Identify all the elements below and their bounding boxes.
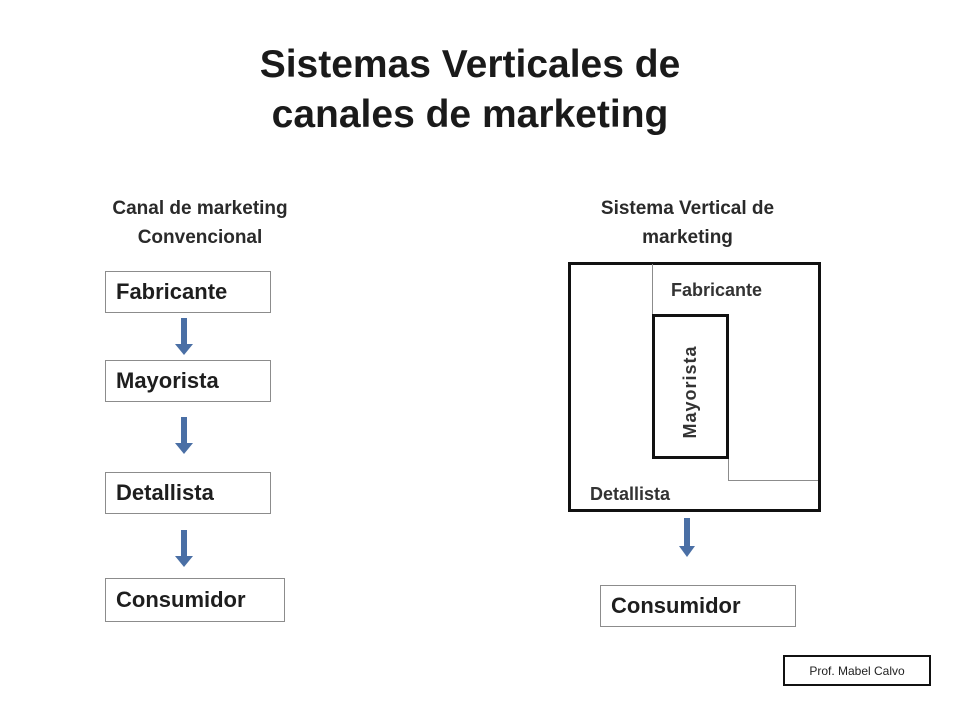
box-fabricante: Fabricante — [105, 271, 271, 313]
title-line-2: canales de marketing — [271, 93, 669, 136]
vertical-system-subtitle: Sistema Vertical de marketing — [600, 198, 775, 248]
box-detallista: Detallista — [105, 472, 271, 514]
arrow-down-icon — [678, 518, 696, 558]
label-fabricante: Fabricante — [671, 280, 763, 300]
label-detallista: Detallista — [590, 484, 671, 504]
conventional-channel-subtitle: Canal de marketing Convencional — [112, 198, 288, 248]
page-title: Sistemas Verticales de canales de market… — [0, 40, 940, 140]
arrow-down-icon — [174, 417, 194, 455]
divider-line — [652, 264, 653, 316]
label-mayorista: Mayorista — [680, 345, 700, 439]
box-mayorista-vertical — [652, 314, 729, 459]
arrow-down-icon — [174, 318, 194, 356]
credit-label: Prof. Mabel Calvo — [783, 655, 931, 686]
divider-line — [728, 480, 818, 481]
box-mayorista: Mayorista — [105, 360, 271, 402]
box-consumidor-vertical: Consumidor — [600, 585, 796, 627]
arrow-down-icon — [174, 530, 194, 568]
title-line-1: Sistemas Verticales de — [259, 43, 681, 86]
divider-line — [728, 456, 729, 481]
box-consumidor: Consumidor — [105, 578, 285, 622]
